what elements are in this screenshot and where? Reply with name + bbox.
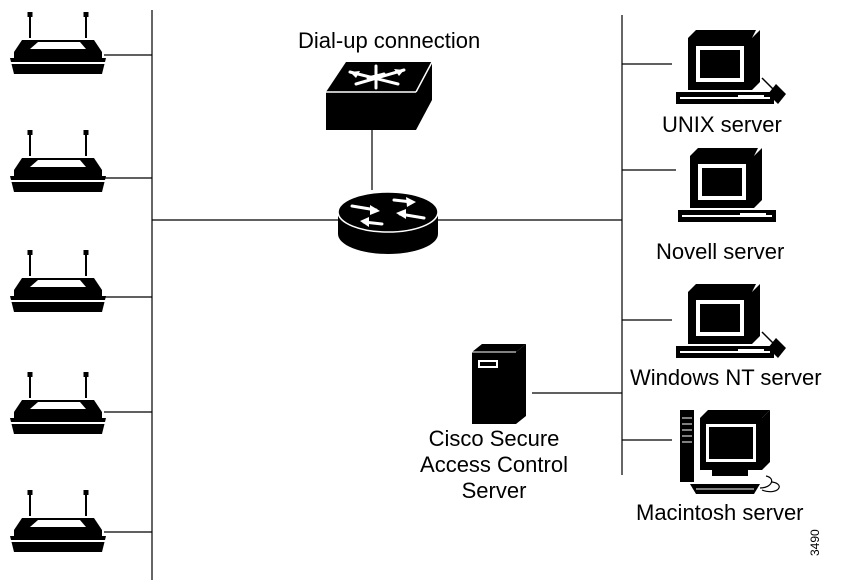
acs-label: Cisco Secure Access Control Server bbox=[402, 426, 586, 504]
workstation-icon bbox=[675, 29, 775, 105]
macintosh-icon bbox=[680, 410, 780, 494]
access-server-icon bbox=[9, 129, 107, 193]
macintosh-server-label: Macintosh server bbox=[636, 500, 804, 525]
switch-icon bbox=[326, 61, 433, 130]
acs-label-line3: Server bbox=[461, 478, 527, 503]
acs-label-line2: Access Control bbox=[420, 452, 568, 477]
acs-label-line1: Cisco Secure bbox=[428, 426, 560, 451]
tower-server-icon bbox=[472, 344, 526, 424]
windows-nt-server-label: Windows NT server bbox=[630, 365, 822, 390]
unix-server-label: UNIX server bbox=[662, 112, 782, 137]
connection-lines bbox=[104, 10, 676, 580]
workstation-icon bbox=[675, 283, 775, 359]
mouse-icon bbox=[768, 338, 786, 358]
access-server-icon bbox=[9, 11, 107, 75]
figure-id: 3490 bbox=[808, 529, 822, 556]
dialup-label: Dial-up connection bbox=[298, 28, 481, 53]
access-server-icon bbox=[9, 249, 107, 313]
access-server-icon bbox=[9, 489, 107, 553]
mouse-icon bbox=[768, 84, 786, 104]
access-server-icon bbox=[9, 371, 107, 435]
router-icon bbox=[337, 191, 439, 254]
novell-server-label: Novell server bbox=[656, 239, 785, 264]
workstation-icon bbox=[677, 147, 777, 223]
